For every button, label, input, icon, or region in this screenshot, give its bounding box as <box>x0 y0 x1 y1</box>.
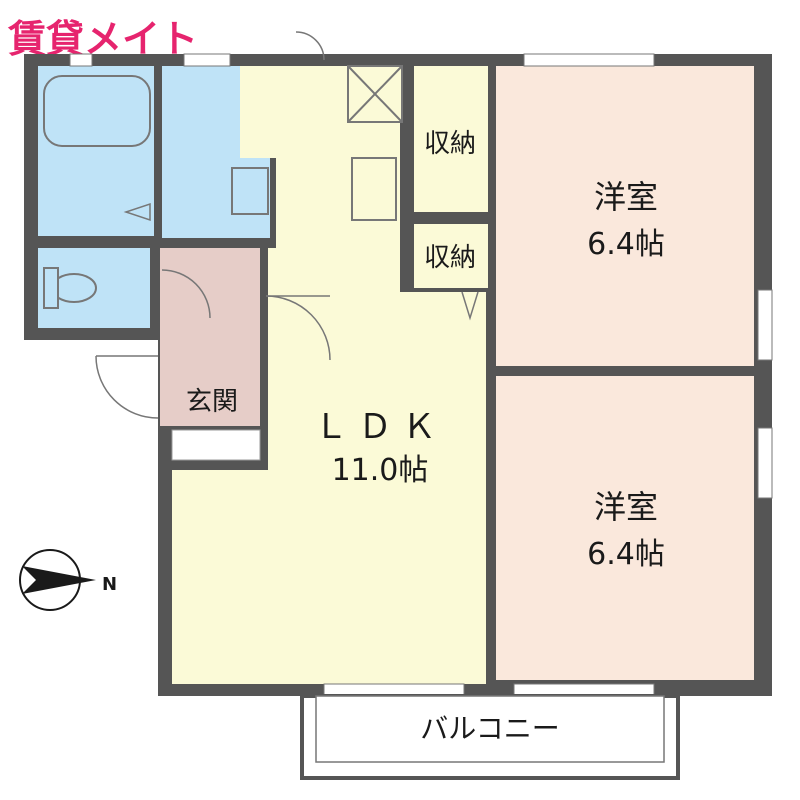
balcony-label: バルコニー <box>420 712 559 745</box>
compass-label: N <box>102 574 117 595</box>
bedroom-south <box>496 376 754 680</box>
ldk-name: ＬＤＫ <box>314 407 446 447</box>
storage-mid-label: 収納 <box>424 243 476 273</box>
storage-top-label: 収納 <box>424 129 476 159</box>
entrance-area <box>160 248 260 426</box>
storage-top <box>414 66 488 212</box>
bedroom-south-name: 洋室 <box>594 488 658 526</box>
entrance-label: 玄関 <box>186 387 238 417</box>
bedroom-north <box>496 66 754 366</box>
storage-mid <box>414 224 488 288</box>
windows <box>69 53 773 697</box>
brand-logo: 賃貸メイト <box>7 17 198 61</box>
washbasin-icon <box>231 167 269 215</box>
door-swings <box>95 31 479 419</box>
ldk-floor <box>172 66 486 684</box>
north-arrow-icon <box>19 549 96 611</box>
bedroom-north-name: 洋室 <box>594 178 658 216</box>
bathtub-icon <box>43 75 151 147</box>
bedroom-north-area: 6.4帖 <box>587 227 665 262</box>
bedroom-south-area: 6.4帖 <box>587 537 665 572</box>
ldk-area: 11.0帖 <box>332 453 429 488</box>
sink-icon <box>351 157 397 221</box>
